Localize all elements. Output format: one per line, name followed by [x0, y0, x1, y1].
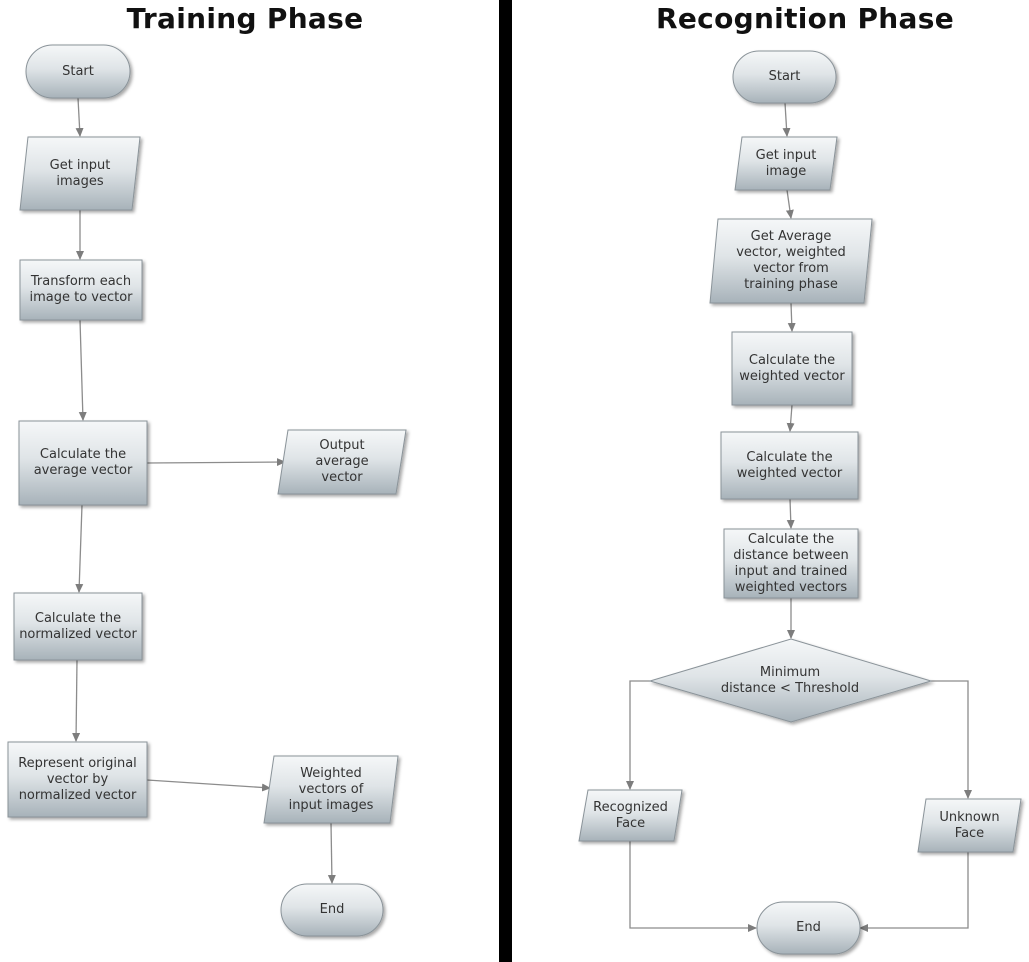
recognition-calc-weighted-1-shape: [731, 331, 853, 406]
connector-transform-to-average: [78, 319, 87, 421]
recognition-get-input-shape: [734, 136, 838, 191]
recognition-unknown-shape: [917, 798, 1022, 853]
connector-r-start-to-get-input: [782, 102, 791, 137]
connector-r-decision-to-unknown: [931, 680, 972, 799]
training-get-input-shape: [19, 136, 141, 211]
connector-start-to-get-input: [75, 97, 84, 137]
connector-represent-to-weighted: [146, 779, 271, 792]
recognition-calc-weighted-2-shape: [720, 431, 859, 500]
connector-r-weighted-1-to-weighted-2: [786, 404, 795, 432]
phase-divider: [499, 0, 512, 962]
training-transform-shape: [19, 259, 143, 321]
training-weighted-vectors-shape: [263, 755, 399, 824]
connector-weighted-to-end: [327, 822, 336, 884]
connector-average-to-output: [146, 458, 286, 467]
recognition-get-average-shape: [709, 218, 873, 304]
connector-r-get-input-to-get-average: [785, 189, 794, 219]
recognition-end-terminator: [756, 901, 861, 955]
training-represent-shape: [7, 741, 148, 818]
recognition-recognized-shape: [578, 789, 683, 842]
recognition-calc-distance-shape: [723, 528, 859, 599]
connector-r-unknown-to-end: [859, 852, 969, 932]
training-calc-normalized-shape: [13, 592, 143, 661]
connector-r-decision-to-recognized: [626, 680, 650, 790]
recognition-phase-title: Recognition Phase: [656, 2, 954, 35]
connector-r-get-average-to-weighted-1: [787, 302, 796, 332]
connector-normalized-to-represent: [72, 659, 81, 742]
connector-r-weighted-2-to-distance: [786, 498, 795, 529]
recognition-decision-diamond: [648, 638, 933, 723]
training-phase-title: Training Phase: [126, 2, 364, 35]
training-calc-average-shape: [18, 420, 148, 506]
connector-average-to-normalized: [75, 504, 84, 593]
connector-r-recognized-to-end: [629, 841, 757, 932]
training-output-average-shape: [277, 429, 407, 495]
recognition-start-terminator: [732, 50, 837, 104]
training-end-terminator: [280, 883, 384, 937]
training-start-terminator: [25, 44, 131, 99]
